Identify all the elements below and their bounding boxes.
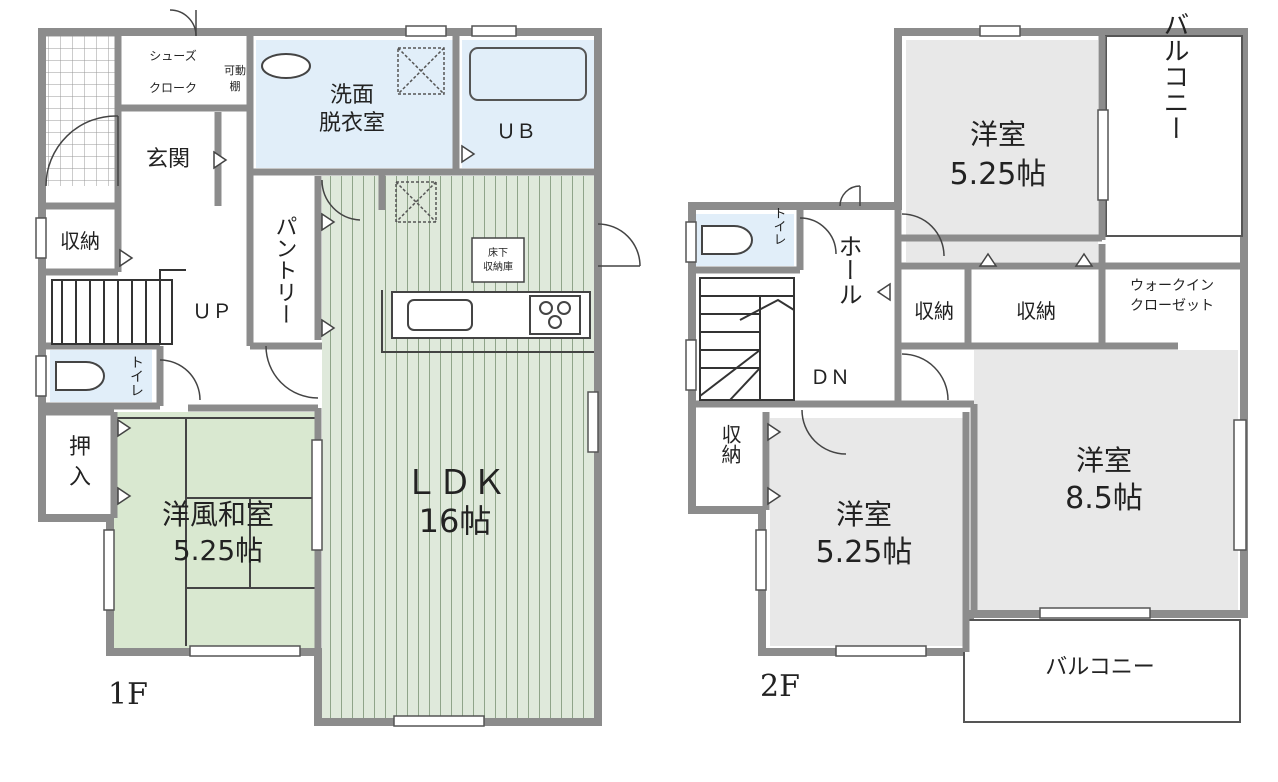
toilet-bowl-2f — [701, 225, 753, 255]
doors-1f — [45, 9, 641, 401]
label-western-nw-1: 洋室 — [970, 118, 1026, 151]
label-stairs-up: ＵＰ — [192, 299, 232, 323]
label-balcony-s: バルコニー — [1045, 655, 1155, 680]
label-washroom-2: 脱衣室 — [319, 111, 385, 136]
floor-2-label: 2F — [760, 669, 800, 704]
label-storage-c: 収納 — [718, 424, 742, 464]
bathtub — [469, 47, 587, 101]
doors-2f — [799, 185, 949, 455]
label-western-sw-1: 洋室 — [836, 498, 892, 531]
floor-1-label: 1F — [108, 677, 148, 712]
windows-2f — [685, 25, 1247, 657]
western-room-main — [974, 350, 1238, 610]
label-closet-2: 入 — [69, 465, 91, 490]
floor-2-interior-walls — [692, 36, 1244, 652]
vent-boxes — [395, 47, 445, 223]
label-entrance: 玄関 — [146, 147, 190, 172]
label-underfloor-1: 床下 — [488, 246, 508, 259]
washbasin — [261, 53, 311, 79]
label-pantry: パントリー — [272, 215, 297, 325]
label-toilet-1f: トイレ — [128, 355, 144, 397]
label-storage-1f: 収納 — [60, 229, 100, 253]
label-shoes-closet-1: シューズ — [149, 48, 196, 63]
label-japanese-room-2: 5.25帖 — [173, 534, 263, 567]
balcony-ne-box — [1105, 35, 1243, 237]
label-walkin-2: クローゼット — [1130, 298, 1214, 314]
label-storage-a: 収納 — [914, 299, 954, 323]
stairs-2f — [699, 277, 795, 401]
windows-1f — [35, 25, 599, 727]
western-room-nw — [906, 40, 1098, 262]
underfloor-storage — [471, 237, 525, 283]
balcony-s-box — [963, 619, 1241, 723]
ldk-room — [322, 176, 594, 718]
label-shoes-closet-2: クローク — [149, 81, 197, 95]
label-stairs-dn: ＤＮ — [810, 365, 850, 389]
label-balcony-ne: バルコニー — [1159, 11, 1189, 141]
label-movable-shelf-1: 可動 — [224, 63, 246, 77]
label-western-nw-2: 5.25帖 — [950, 157, 1047, 192]
label-toilet-2f: トイレ — [771, 207, 786, 246]
label-western-main-2: 8.5帖 — [1065, 481, 1143, 516]
tatami-lines — [114, 417, 316, 646]
western-room-sw — [770, 418, 966, 646]
label-walkin-1: ウォークイン — [1130, 278, 1214, 294]
japanese-room — [114, 412, 318, 648]
label-hall: ホール — [834, 234, 862, 306]
label-washroom-1: 洗面 — [330, 83, 374, 108]
label-closet-1: 押 — [69, 435, 91, 460]
toilet-bowl-1f — [55, 361, 105, 391]
label-movable-shelf-2: 棚 — [230, 79, 241, 93]
label-underfloor-2: 収納庫 — [483, 260, 513, 273]
floor-2: 洋室 5.25帖 バルコニー トイレ ホール ＤＮ 収納 収納 収納 ウォークイ… — [685, 11, 1248, 723]
label-storage-b: 収納 — [1016, 299, 1056, 323]
door-markers-2f — [767, 252, 1094, 506]
label-ldk-1: ＬＤＫ — [404, 463, 506, 503]
porch-tiles — [46, 36, 118, 186]
label-bath: ＵＢ — [496, 119, 536, 143]
label-japanese-room-1: 洋風和室 — [162, 498, 274, 531]
floor-1: シューズ クローク 可動 棚 洗面 脱衣室 ＵＢ 玄関 収納 パントリー ＵＰ … — [35, 9, 641, 727]
label-ldk-2: 16帖 — [419, 502, 492, 540]
door-markers-1f — [117, 144, 476, 506]
label-western-main-1: 洋室 — [1076, 444, 1132, 477]
label-western-sw-2: 5.25帖 — [816, 535, 913, 570]
stairs-1f — [51, 269, 186, 345]
kitchen-counter — [381, 290, 594, 353]
